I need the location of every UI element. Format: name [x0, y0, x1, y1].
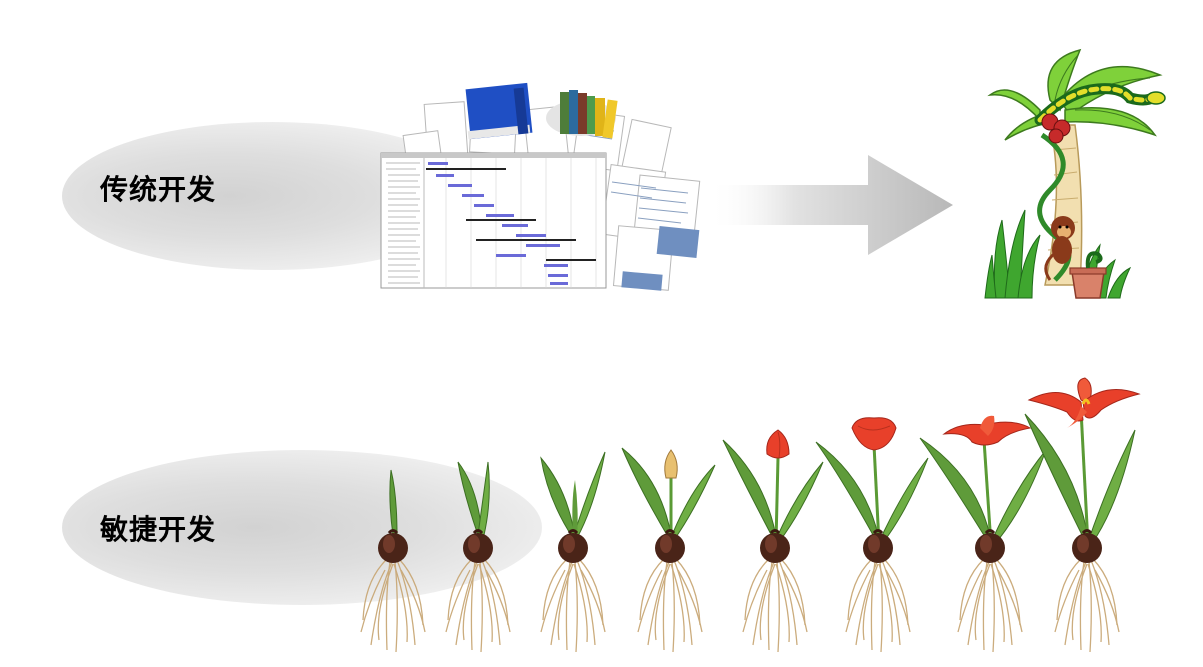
agile-development-label: 敏捷开发 [100, 513, 217, 546]
tulip-opening-icon [815, 417, 929, 654]
tulip-red-bud-icon [722, 429, 824, 654]
tulip-young-leaves-icon [444, 461, 512, 654]
tulip-bud-icon [621, 447, 716, 654]
tulip-full-bloom-icon [1024, 377, 1141, 654]
traditional-development-label: 传统开发 [100, 173, 217, 206]
documents-gantt-icon [380, 82, 701, 291]
tulip-open-icon [919, 415, 1047, 654]
jungle-tree-snake-monkey-icon [984, 48, 1166, 299]
tulip-leaves-icon [539, 451, 607, 654]
tulip-sprout-icon [360, 469, 427, 654]
tulip-growth-sequence [360, 377, 1141, 654]
right-arrow-icon [708, 155, 953, 255]
